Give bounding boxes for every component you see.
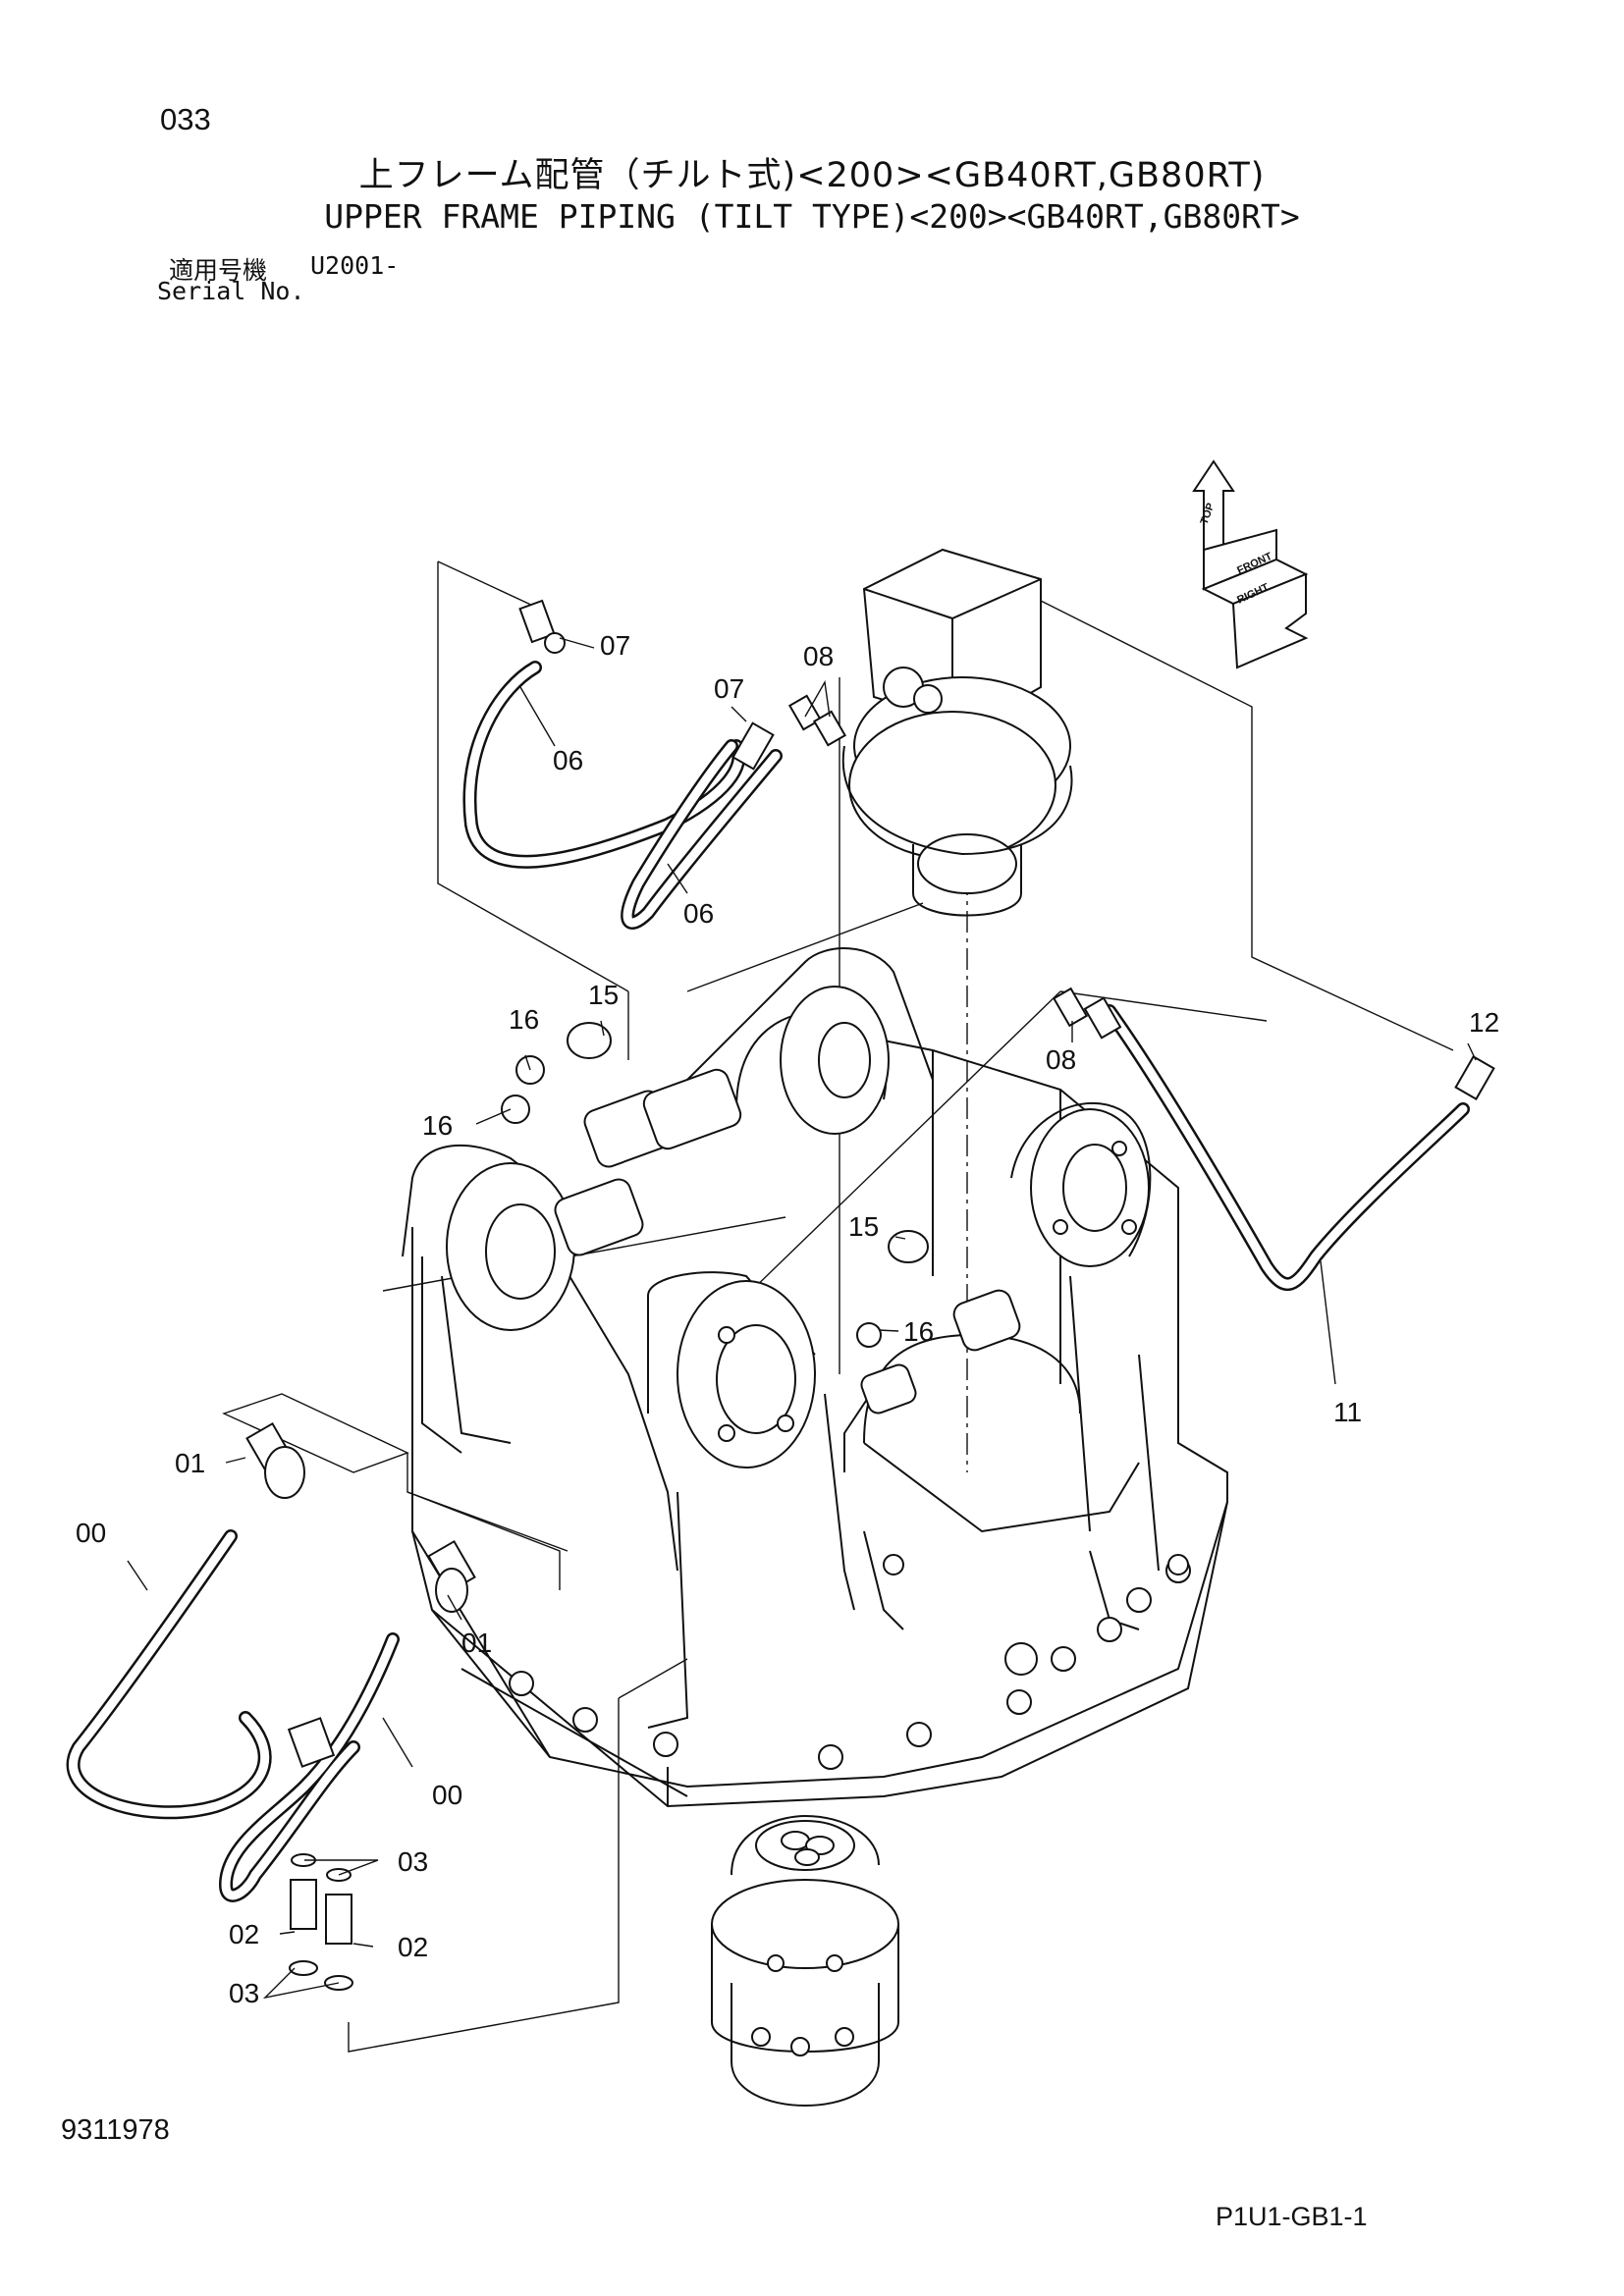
title-english: UPPER FRAME PIPING (TILT TYPE)<200><GB40… <box>324 197 1300 236</box>
callout-label: 16 <box>422 1110 453 1141</box>
swing-motor <box>841 548 1073 917</box>
callout-label: 00 <box>432 1780 462 1810</box>
title-japanese: 上フレーム配管（チルト式)<200><GB40RT,GB80RT) <box>358 156 1266 195</box>
hoses <box>66 661 1470 1902</box>
page-number: 033 <box>160 102 211 136</box>
callout-label: 15 <box>848 1211 879 1242</box>
callout-label: 00 <box>76 1518 106 1548</box>
serial-value: U2001- <box>310 251 400 280</box>
callout-label: 06 <box>683 898 714 929</box>
frame-bolts <box>509 1554 1191 1770</box>
serial-label-english: Serial No. <box>157 277 305 305</box>
callout-label: 12 <box>1469 1007 1499 1038</box>
callout-label: 03 <box>398 1846 428 1877</box>
reference-code: P1U1-GB1-1 <box>1216 2202 1368 2231</box>
callout-label: 08 <box>1046 1044 1076 1075</box>
fittings <box>245 599 1495 1991</box>
callout-label: 01 <box>461 1628 492 1658</box>
pivot-brackets <box>402 947 1152 1572</box>
callout-label: 03 <box>229 1978 259 2008</box>
callout-label: 07 <box>600 630 630 661</box>
callout-label: 16 <box>903 1316 934 1347</box>
callout-label: 15 <box>588 980 619 1010</box>
orientation-indicator: TOP FRONT RIGHT <box>1192 459 1309 669</box>
callout-label: 02 <box>229 1919 259 1949</box>
callout-labels: 07 06 08 07 06 15 16 16 08 12 15 16 11 0… <box>76 630 1499 2008</box>
serial-label-japanese: 適用号機 <box>169 256 268 285</box>
callout-label: 07 <box>714 673 744 704</box>
callout-label: 08 <box>803 641 834 671</box>
document-number: 9311978 <box>61 2114 170 2146</box>
callout-label: 01 <box>175 1448 205 1478</box>
upper-frame <box>411 1040 1228 1808</box>
callout-label: 02 <box>398 1932 428 1962</box>
center-joint <box>711 1814 899 2107</box>
callout-label: 11 <box>1333 1397 1362 1427</box>
callout-leaders <box>127 637 1477 2000</box>
callout-label: 16 <box>509 1004 539 1035</box>
callout-label: 06 <box>553 745 583 775</box>
